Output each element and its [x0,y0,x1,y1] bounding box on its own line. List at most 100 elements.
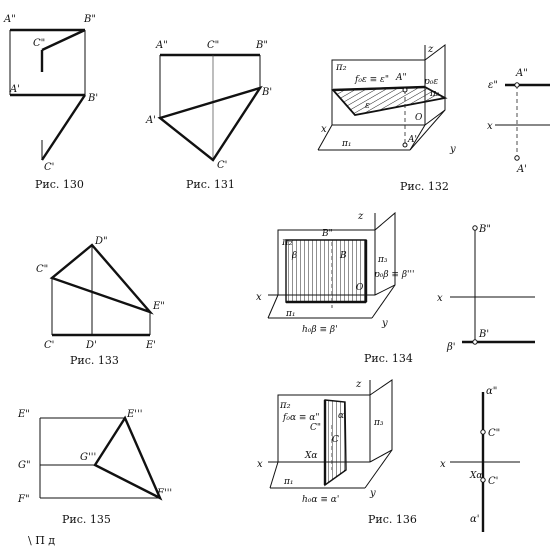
label-epsilon: ε [365,101,370,111]
label-e2: E" [17,409,30,420]
figure-130: A" B" C" A' B' C' Рис. 130 [3,14,98,191]
label-e1: E' [145,340,156,351]
label-d2: D" [94,236,108,247]
label-y: y [449,144,456,155]
label-z: z [427,44,434,55]
label-o: O [356,283,364,293]
plane-pi2 [277,229,376,295]
figure-136-side: α" C" x Xα C' α' [440,386,520,532]
caption-133: Рис. 133 [70,354,119,367]
label-a2: A" [395,73,407,83]
label-c1: C' [44,162,54,173]
label-a2: A" [155,40,168,51]
label-e2: E" [152,301,165,312]
label-pi3: π₃ [377,255,388,265]
plane-epsilon [331,86,448,116]
figure-132-side: ε" A" x A' [487,68,550,175]
label-alpha1: α' [470,514,480,525]
label-pi2: π₂ [335,62,347,73]
figure-133: D" C" E" C' D' E' Рис. 133 [36,236,165,367]
caption-135: Рис. 135 [62,513,111,526]
label-a1: A' [145,115,156,126]
label-b1: B' [478,329,489,340]
label-c1: C' [217,160,227,171]
label-f: f₀ε ≡ ε" [354,75,389,85]
segment-b1c1 [40,94,87,161]
label-x: x [256,292,262,303]
label-xa: Xα [469,471,483,481]
figure-134-side: B" x β' B' [437,224,535,353]
base-edge-left [267,294,279,319]
label-x: x [487,121,493,132]
caption-132: Рис. 132 [400,180,449,193]
plane-pi3 [369,379,393,463]
label-c2: C" [36,264,48,275]
label-c2: C" [488,428,500,439]
label-c: C [332,435,339,445]
plane-pi3 [424,44,446,126]
point-a2 [402,87,408,93]
label-pi2: π₂ [281,237,293,248]
label-f3: F''' [156,488,172,499]
point-a2 [514,82,520,88]
caption-136: Рис. 136 [368,513,417,526]
caption-134: Рис. 134 [364,352,413,365]
label-b2: B" [321,229,333,239]
label-a1: A' [9,84,20,95]
label-g3: G''' [80,452,96,463]
base-edge-right [371,284,396,319]
label-eps2: ε" [488,80,498,91]
point-b1 [472,339,478,345]
point-c2 [480,429,486,435]
label-o: O [415,113,423,123]
figure-134: z π₂ B" β B π₃ p₀β ≡ β''' x O π₁ h₀β ≡ β… [256,211,414,365]
axis-y-line [409,124,426,151]
label-y: y [381,318,388,329]
label-z: z [355,379,362,390]
label-p: p₀ε [424,77,438,87]
base-edge-right [409,109,446,151]
figure-132: π₂ z f₀ε ≡ ε" A" p₀ε π₃ x O ε π₁ A' y Ри… [317,44,456,193]
label-pi3: π₃ [429,89,440,99]
caption-131: Рис. 131 [186,178,235,191]
label-h: h₀α ≡ α' [302,495,339,505]
figure-131: A" C" B" A' B' C' Рис. 131 [145,40,272,191]
label-p: p₀β ≡ β''' [374,270,414,280]
label-pi2: π₂ [279,400,291,411]
label-y: y [369,488,376,499]
label-d1: D' [85,340,97,351]
label-a1: A' [516,164,527,175]
base-edge-left [269,461,279,489]
label-c1: C' [44,340,54,351]
label-beta1: β' [446,342,456,353]
label-c2: C" [207,40,219,51]
label-beta: β [291,251,297,261]
label-b1: B' [87,93,98,104]
label-b2: B" [478,224,491,235]
label-a2: A" [3,14,16,25]
label-e3: E''' [126,409,143,420]
label-c2: C" [33,38,45,49]
label-f: f₀α ≡ α" [282,413,320,423]
trace-f [332,85,426,92]
triangle-abc-horizontal [157,85,263,162]
point-a1 [402,142,408,148]
label-b1: B' [261,87,272,98]
label-x: x [440,459,446,470]
label-a2: A" [515,68,528,79]
label-x: x [321,124,327,135]
point-b2 [472,225,478,231]
base-edge-left [317,124,333,151]
footer-text: \ П д [28,534,55,546]
label-x: x [257,459,263,470]
label-b2: B" [255,40,268,51]
label-g2: G" [18,460,31,471]
label-pi1: π₁ [341,139,352,149]
label-c2: C" [310,423,321,433]
base-edge-right [364,449,393,489]
label-h: h₀β ≡ β' [302,325,338,335]
label-c1: C' [488,476,498,487]
segment-c2b2 [41,28,86,52]
point-a1 [514,155,520,161]
point-c1 [480,477,486,483]
